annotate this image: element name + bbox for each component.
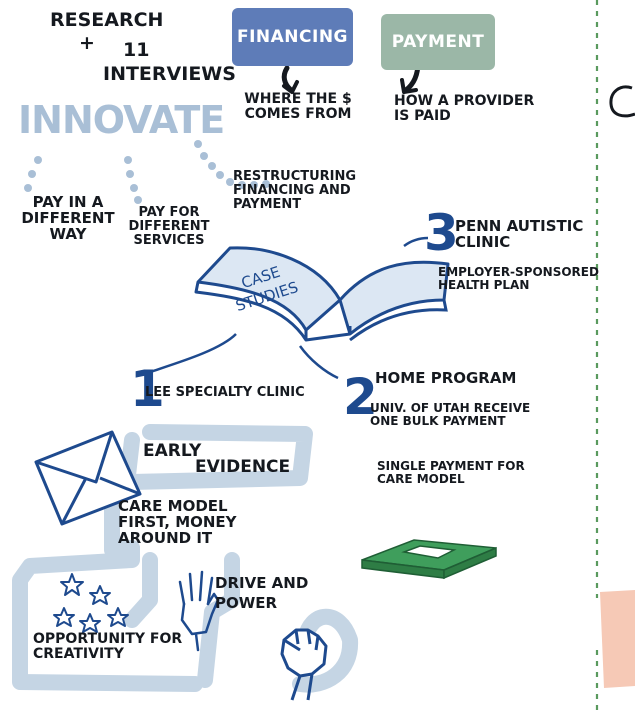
partial-circle-icon	[609, 85, 635, 118]
innovate-branch: RESTRUCTURING FINANCING and PAYMENT	[233, 169, 357, 213]
interviews-label: INTERVIEWS	[103, 63, 236, 85]
financing-description: WHERE THE $ COMES FROM	[244, 91, 352, 123]
case-number: 3	[424, 204, 459, 262]
care-model-text: CARE MODEL FIRST, MONEY AROUND IT	[118, 497, 237, 548]
interview-count: 11	[123, 39, 150, 61]
early-label: EARLY	[143, 441, 202, 461]
payment-description: HOW A PROVIDER IS PAID	[394, 93, 535, 125]
fist-icon	[280, 628, 328, 701]
connector-line	[403, 236, 429, 248]
envelope-icon	[34, 430, 142, 526]
case-detail: UNIV. OF UTAH RECEIVE ONE BULK PAYMENT	[370, 401, 531, 428]
case-detail: SINGLE PAYMENT FOR CARE MODEL	[377, 459, 525, 486]
payment-tag: PAYMENT	[381, 14, 495, 70]
innovate-dots	[24, 140, 270, 204]
book-icon	[194, 246, 450, 342]
case-detail: EMPLOYER-SPONSORED HEALTH PLAN	[438, 265, 599, 292]
research-label: RESEARCH	[50, 9, 164, 31]
innovate-title: INNOVATE	[18, 98, 225, 142]
connector-line	[149, 333, 237, 374]
case-title: PENN AUTISTIC CLINIC	[455, 217, 584, 252]
opportunity-text: OPPORTUNITY FOR CREATIVITY	[33, 631, 183, 663]
case-title: LEE SPECIALTY CLINIC	[145, 385, 305, 400]
case-number: 2	[343, 368, 378, 426]
financing-tag: FINANCING	[232, 8, 353, 66]
hand-icon	[178, 570, 220, 652]
innovate-branch: PAY IN A DIFFERENT WAY	[21, 193, 115, 244]
drive-power-text: DRIVE AND POWER	[215, 574, 309, 612]
money-icon	[361, 539, 497, 580]
stars-icon	[53, 573, 129, 633]
case-number: 1	[130, 360, 165, 418]
case-title: HOME PROGRAM	[375, 369, 517, 387]
plus-sign: +	[79, 32, 95, 54]
pink-highlight	[600, 590, 635, 688]
innovate-branch: PAY FOR DIFFERENT SERVICES	[128, 205, 210, 249]
connector-line	[298, 345, 339, 380]
evidence-label: EVIDENCE	[195, 457, 291, 477]
